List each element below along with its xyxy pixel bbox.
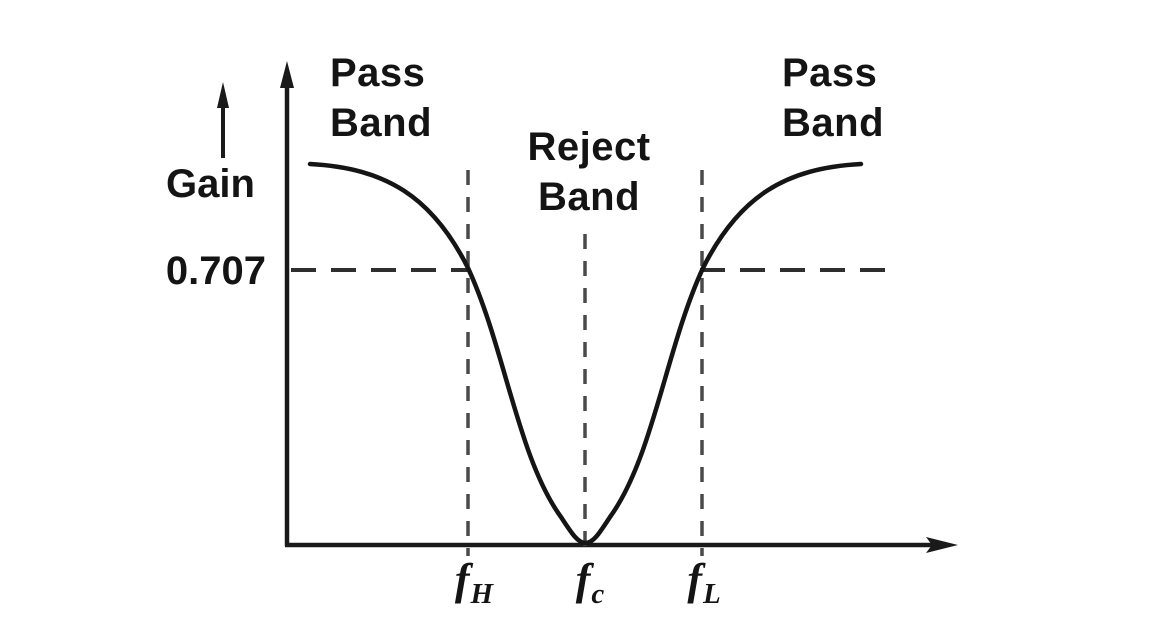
fc-subscript: c: [591, 578, 605, 610]
fl-subscript: L: [702, 578, 721, 610]
x-axis-arrowhead-icon: [926, 537, 958, 553]
gain-up-arrow-icon: [217, 82, 229, 108]
response-curve: [307, 161, 864, 546]
pass-band-right-line1: Pass: [782, 51, 878, 95]
fl-tick-label: fL: [664, 556, 744, 618]
fc-tick-label: fc: [550, 556, 630, 618]
fh-tick-label: fH: [434, 556, 514, 618]
y-axis-arrowhead-icon: [280, 61, 294, 88]
fh-subscript: H: [470, 578, 494, 610]
threshold-value-label: 0.707: [165, 249, 266, 293]
fc-symbol: f: [575, 555, 591, 604]
pass-band-left-label: Pass Band: [330, 48, 432, 148]
fl-symbol: f: [687, 555, 702, 604]
reject-band-line1: Reject: [527, 125, 651, 169]
pass-band-right-line2: Band: [782, 101, 884, 145]
reject-band-line2: Band: [538, 175, 640, 219]
pass-band-left-line1: Pass: [330, 51, 426, 95]
y-axis-label: Gain: [166, 162, 255, 206]
fh-symbol: f: [454, 555, 470, 604]
pass-band-left-line2: Band: [330, 101, 432, 145]
pass-band-right-label: Pass Band: [782, 48, 884, 148]
reject-band-label: Reject Band: [489, 122, 689, 222]
